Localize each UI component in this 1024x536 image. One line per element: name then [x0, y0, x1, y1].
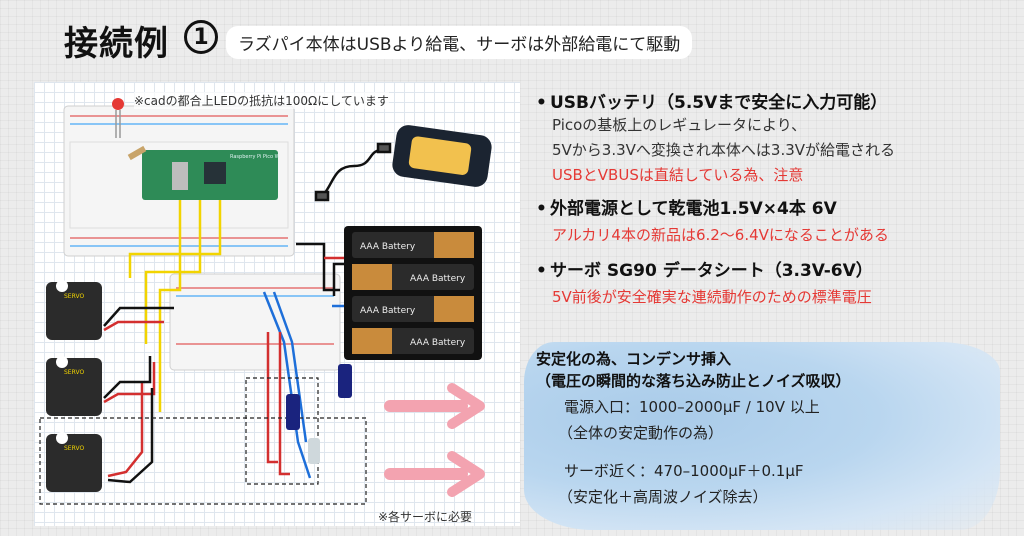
capacitor-note: ※各サーボに必要 — [378, 510, 473, 524]
bullet-warning: アルカリ4本の新品は6.2〜6.4Vになることがある — [552, 226, 889, 244]
led — [112, 98, 147, 161]
bullet-servo-spec: •サーボ SG90 データシート（3.3V-6V） 5V前後が安全確実な連続動作… — [536, 256, 1006, 310]
breadboard-servo — [169, 273, 341, 371]
capacitor-panel-background — [524, 342, 1000, 530]
bullet-warning: USBとVBUSは直結している為、注意 — [552, 166, 804, 184]
servo-motors: SERVO SERVO SERVO — [46, 280, 102, 492]
page-subtitle: ラズパイ本体はUSBより給電、サーボは外部給電にて駆動 — [226, 26, 693, 59]
svg-text:SERVO: SERVO — [64, 369, 84, 376]
capacitor-servo: サーボ近く：470–1000μF＋0.1μF — [564, 462, 804, 480]
dashed-groups — [39, 377, 367, 505]
bullet-warning: 5V前後が安全確実な連続動作のための標準電圧 — [552, 288, 872, 306]
bullet-heading: 外部電源として乾電池1.5V×4本 6V — [550, 199, 837, 219]
capacitor-heading: 安定化の為、コンデンサ挿入 — [536, 350, 732, 368]
spec-bullets: •USBバッテリ（5.5Vまで安全に入力可能） Picoの基板上のレギュレータに… — [536, 84, 1006, 310]
bullet-external-power: •外部電源として乾電池1.5V×4本 6V アルカリ4本の新品は6.2〜6.4V… — [536, 194, 1006, 248]
bullet-heading: USBバッテリ（5.5Vまで安全に入力可能） — [550, 93, 888, 113]
wiring-illustration: Raspberry Pi Pico W — [34, 82, 520, 526]
svg-text:AAA Battery: AAA Battery — [360, 306, 416, 316]
bullet-usb-battery: •USBバッテリ（5.5Vまで安全に入力可能） Picoの基板上のレギュレータに… — [536, 88, 1006, 188]
wiring-diagram: Raspberry Pi Pico W — [39, 98, 492, 505]
svg-text:SERVO: SERVO — [64, 445, 84, 452]
usb-cable — [314, 142, 392, 202]
capacitors — [286, 364, 352, 464]
svg-text:SERVO: SERVO — [64, 293, 84, 300]
capacitor-servo-note: （安定化＋高周波ノイズ除去） — [558, 488, 768, 506]
page-title: 接続例 — [64, 24, 169, 64]
bullet-heading: サーボ SG90 データシート（3.3V-6V） — [550, 261, 873, 281]
capacitor-power-entry: 電源入口：1000–2000μF / 10V 以上 — [564, 398, 820, 416]
svg-text:AAA Battery: AAA Battery — [410, 338, 466, 348]
pink-arrows — [384, 383, 485, 497]
power-wires — [103, 242, 354, 484]
battery-pack: AAA Battery AAA Battery AAA Battery AAA … — [344, 226, 482, 360]
svg-text:AAA Battery: AAA Battery — [410, 274, 466, 284]
capacitor-subheading: （電圧の瞬間的な落ち込み防止とノイズ吸収） — [536, 372, 851, 390]
resistor-note: ※cadの都合上LEDの抵抗は100Ωにしています — [134, 92, 389, 109]
pico-board: Raspberry Pi Pico W — [142, 150, 280, 200]
usb-battery — [392, 125, 492, 187]
bullet-line: Picoの基板上のレギュレータにより、 — [552, 116, 807, 134]
capacitor-power-entry-note: （全体の安定動作の為） — [558, 424, 724, 442]
svg-text:AAA Battery: AAA Battery — [360, 242, 416, 252]
title-number-badge: 1 — [184, 20, 218, 54]
bullet-line: 5Vから3.3Vへ変換され本体へは3.3Vが給電される — [552, 141, 896, 159]
capacitor-panel: 安定化の為、コンデンサ挿入 （電圧の瞬間的な落ち込み防止とノイズ吸収） 電源入口… — [536, 348, 1006, 510]
board-label: Raspberry Pi Pico W — [230, 154, 280, 160]
